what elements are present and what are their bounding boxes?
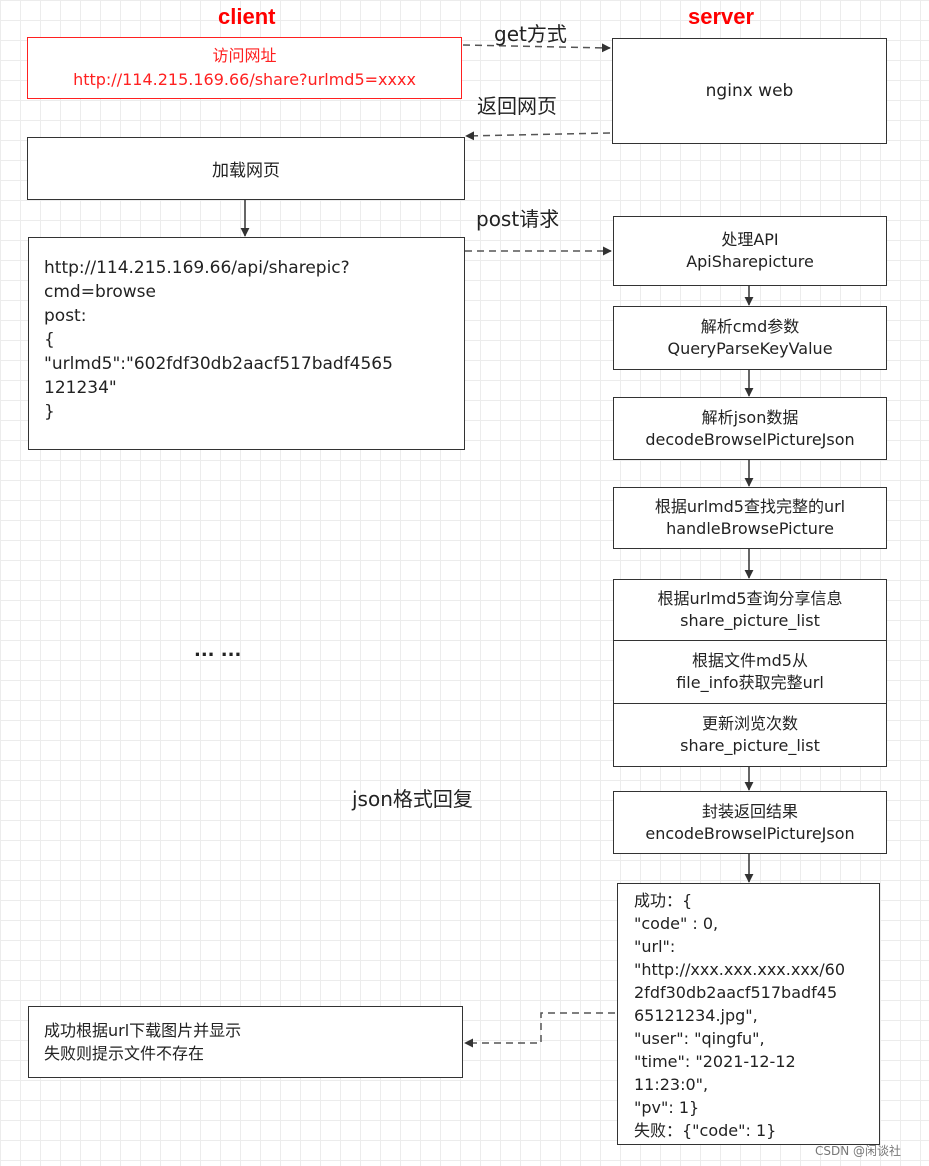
response-line: 11:23:0", [634,1075,709,1094]
step-function: decodeBrowselPictureJson [645,429,855,449]
request-line: "urlmd5":"602fdf30db2aacf517badf4565 [44,354,393,374]
response-line: "http://xxx.xxx.xxx.xxx/60 [634,960,846,979]
request-line: cmd=browse [44,282,156,302]
client-header: client [218,4,276,29]
response-line: "pv": 1} [634,1098,700,1117]
result-success-text: 成功根据url下载图片并显示 [44,1021,242,1040]
step-function: ApiSharepicture [686,252,814,271]
client-request-box: http://114.215.169.66/api/sharepic? cmd=… [28,237,465,450]
step-title: 解析cmd参数 [700,317,800,336]
step-title: 封装返回结果 [701,801,798,821]
server-step-find-url: 根据urlmd5查找完整的url handleBrowsePicture [613,487,887,549]
step-title: 根据urlmd5查询分享信息 [657,589,843,608]
request-line: } [44,402,55,422]
step-function: share_picture_list [680,611,820,630]
label-get: get方式 [494,22,567,46]
step-function: QueryParseKeyValue [667,339,833,358]
step-function: encodeBrowselPictureJson [645,823,855,843]
client-result-box: 成功根据url下载图片并显示 失败则提示文件不存在 [28,1006,463,1078]
server-step-parse-json: 解析json数据 decodeBrowselPictureJson [613,397,887,460]
step-title: 处理API [721,230,779,249]
arrow-get [462,43,611,53]
response-line: 65121234.jpg", [634,1006,758,1025]
server-step-process-api: 处理API ApiSharepicture [613,216,887,286]
server-step-encode-result: 封装返回结果 encodeBrowselPictureJson [613,791,887,854]
client-visit-url-box: 访问网址 http://114.215.169.66/share?urlmd5=… [27,37,462,99]
step-title: 根据urlmd5查找完整的url [654,497,846,516]
request-line: post: [44,306,87,326]
label-return-page: 返回网页 [477,94,557,118]
arrow-return-page [465,131,611,141]
step-function: share_picture_list [680,736,820,755]
request-line: { [44,330,55,350]
nginx-label: nginx web [705,81,794,101]
server-step-get-full-url: 根据文件md5从 file_info获取完整url [613,640,887,704]
response-line: "code" : 0, [634,914,719,933]
response-line: 2fdf30db2aacf517badf45 [634,983,838,1002]
label-post: post请求 [476,207,560,231]
server-step-parse-cmd: 解析cmd参数 QueryParseKeyValue [613,306,887,370]
server-step-query-share-info: 根据urlmd5查询分享信息 share_picture_list [613,579,887,641]
watermark: CSDN @闲谈社 [815,1144,902,1158]
response-line: "user": "qingfu", [634,1029,765,1048]
visit-url-address: http://114.215.169.66/share?urlmd5=xxxx [73,70,416,89]
response-line: 成功：{ [634,891,693,910]
server-step-update-views: 更新浏览次数 share_picture_list [613,703,887,767]
step-title: 更新浏览次数 [701,714,798,733]
arrow-json-reply [464,1012,615,1048]
step-title: 解析json数据 [701,407,799,427]
step-title: 根据文件md5从 [692,651,808,670]
response-line: "url": [634,937,676,956]
response-line: "time": "2021-12-12 [634,1052,796,1071]
label-ellipsis: ... ... [194,640,242,661]
result-failure-text: 失败则提示文件不存在 [44,1044,205,1063]
visit-url-title: 访问网址 [212,46,277,65]
step-function: file_info获取完整url [676,673,824,692]
response-line: 失败：{"code": 1} [634,1121,777,1140]
server-response-box: 成功：{ "code" : 0, "url": "http://xxx.xxx.… [617,883,880,1145]
server-nginx-box: nginx web [612,38,887,144]
server-header: server [688,4,755,29]
load-page-text: 加载网页 [212,161,280,181]
step-function: handleBrowsePicture [666,519,834,538]
request-line: 121234" [44,378,117,398]
request-line: http://114.215.169.66/api/sharepic? [44,258,350,278]
label-json-reply: json格式回复 [352,787,473,811]
client-load-page-box: 加载网页 [27,137,465,200]
